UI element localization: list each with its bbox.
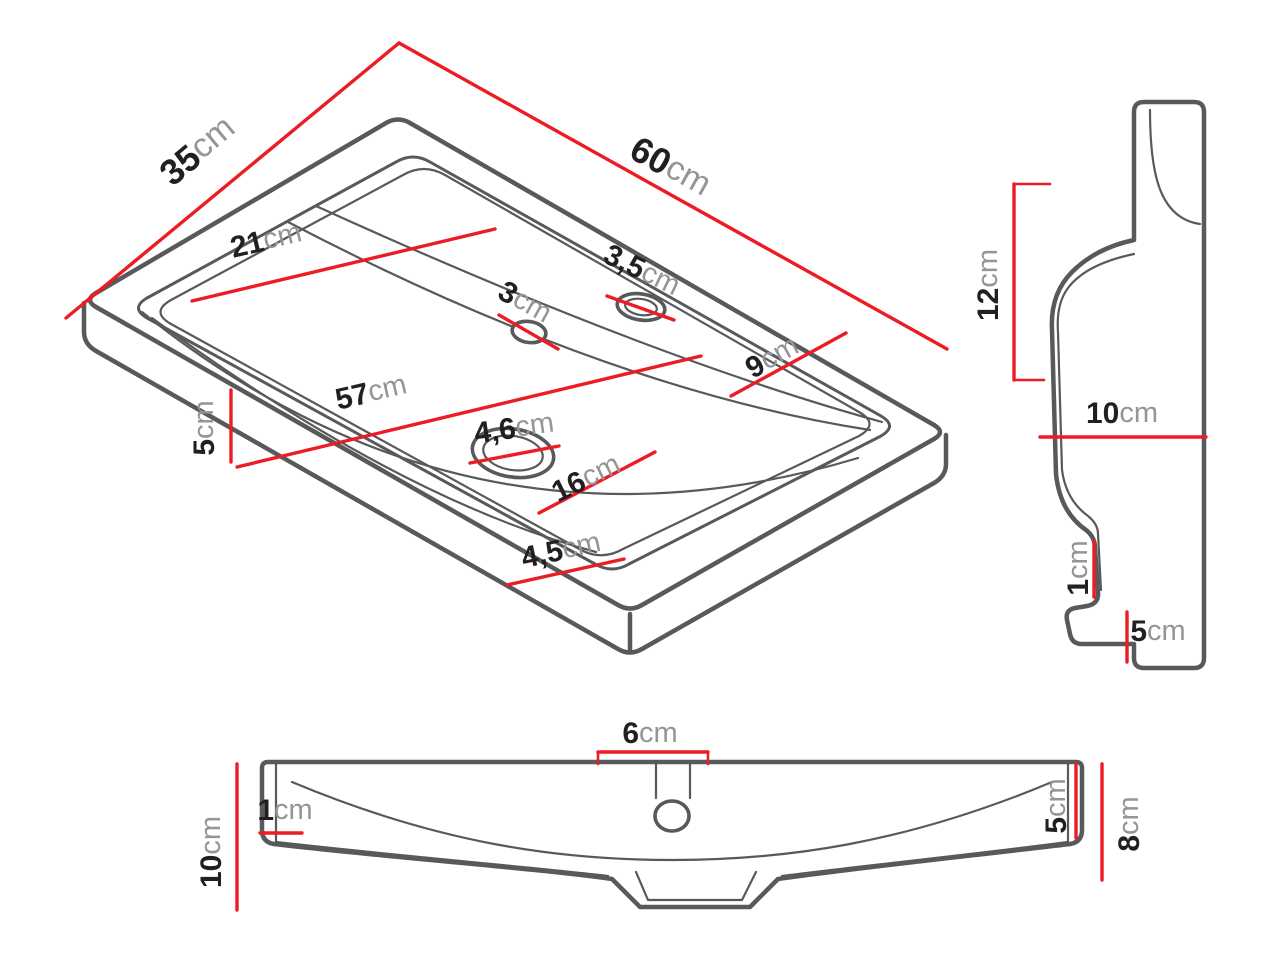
side-profile-outline: [1049, 99, 1207, 671]
front-view: 6cm 1cm 10cm 5cm 8cm: [195, 717, 1146, 912]
dim-label-12cm: 12cm: [972, 249, 1005, 321]
dim-label-5cm-front: 5cm: [1040, 778, 1073, 833]
front-drain-hole: [653, 799, 691, 833]
basin-curve-back-2: [286, 220, 872, 432]
side-basin-inner-line: [1056, 252, 1136, 592]
front-basin-curve: [290, 780, 1054, 862]
dim-label-8cm: 8cm: [1113, 796, 1146, 851]
basin-inner-rim-2: [159, 167, 871, 557]
drain-hole-inner: [482, 434, 544, 472]
dim-line-16cm: [537, 450, 657, 515]
front-drain-block-inner: [634, 870, 758, 902]
basin-inner-rim: [137, 155, 891, 571]
drain-hole: [470, 426, 556, 480]
basin-curve-back-1: [314, 204, 884, 424]
dim-label-1cm-side: 1cm: [1062, 540, 1095, 595]
dim-line-4-6cm: [468, 444, 561, 465]
overflow-hole-inner: [624, 297, 658, 317]
dim-label-57cm: 57cm: [332, 368, 410, 416]
dim-label-4-5cm: 4,5cm: [518, 526, 603, 575]
basin-curve-front-2: [150, 316, 598, 554]
dim-line-9cm: [729, 331, 848, 398]
dim-line-3cm: [497, 313, 560, 351]
dim-line-3-5cm: [605, 294, 676, 322]
dim-label-5cm-side: 5cm: [1130, 615, 1185, 648]
side-rim-inner-line: [1148, 108, 1202, 226]
side-view: 12cm 10cm 1cm 5cm: [972, 99, 1208, 671]
dim-line-4-5cm: [505, 557, 626, 587]
dim-line-35cm: [64, 41, 401, 320]
front-wall-line-left: [274, 840, 610, 878]
dim-line-57cm: [235, 354, 703, 469]
basin-curve-front-1: [140, 310, 860, 496]
dim-label-6cm: 6cm: [622, 717, 677, 750]
dim-label-5cm-left: 5cm: [188, 400, 221, 455]
dim-line-21cm: [190, 227, 497, 303]
dim-label-10cm-side: 10cm: [1086, 397, 1158, 430]
front-outline: [259, 759, 1085, 910]
front-wall-line-right: [780, 840, 1070, 878]
dim-line-60cm: [397, 41, 949, 351]
dim-label-4-6cm: 4,6cm: [472, 406, 556, 450]
dim-label-1cm-front: 1cm: [257, 794, 312, 827]
dim-label-10cm-front: 10cm: [195, 816, 228, 888]
